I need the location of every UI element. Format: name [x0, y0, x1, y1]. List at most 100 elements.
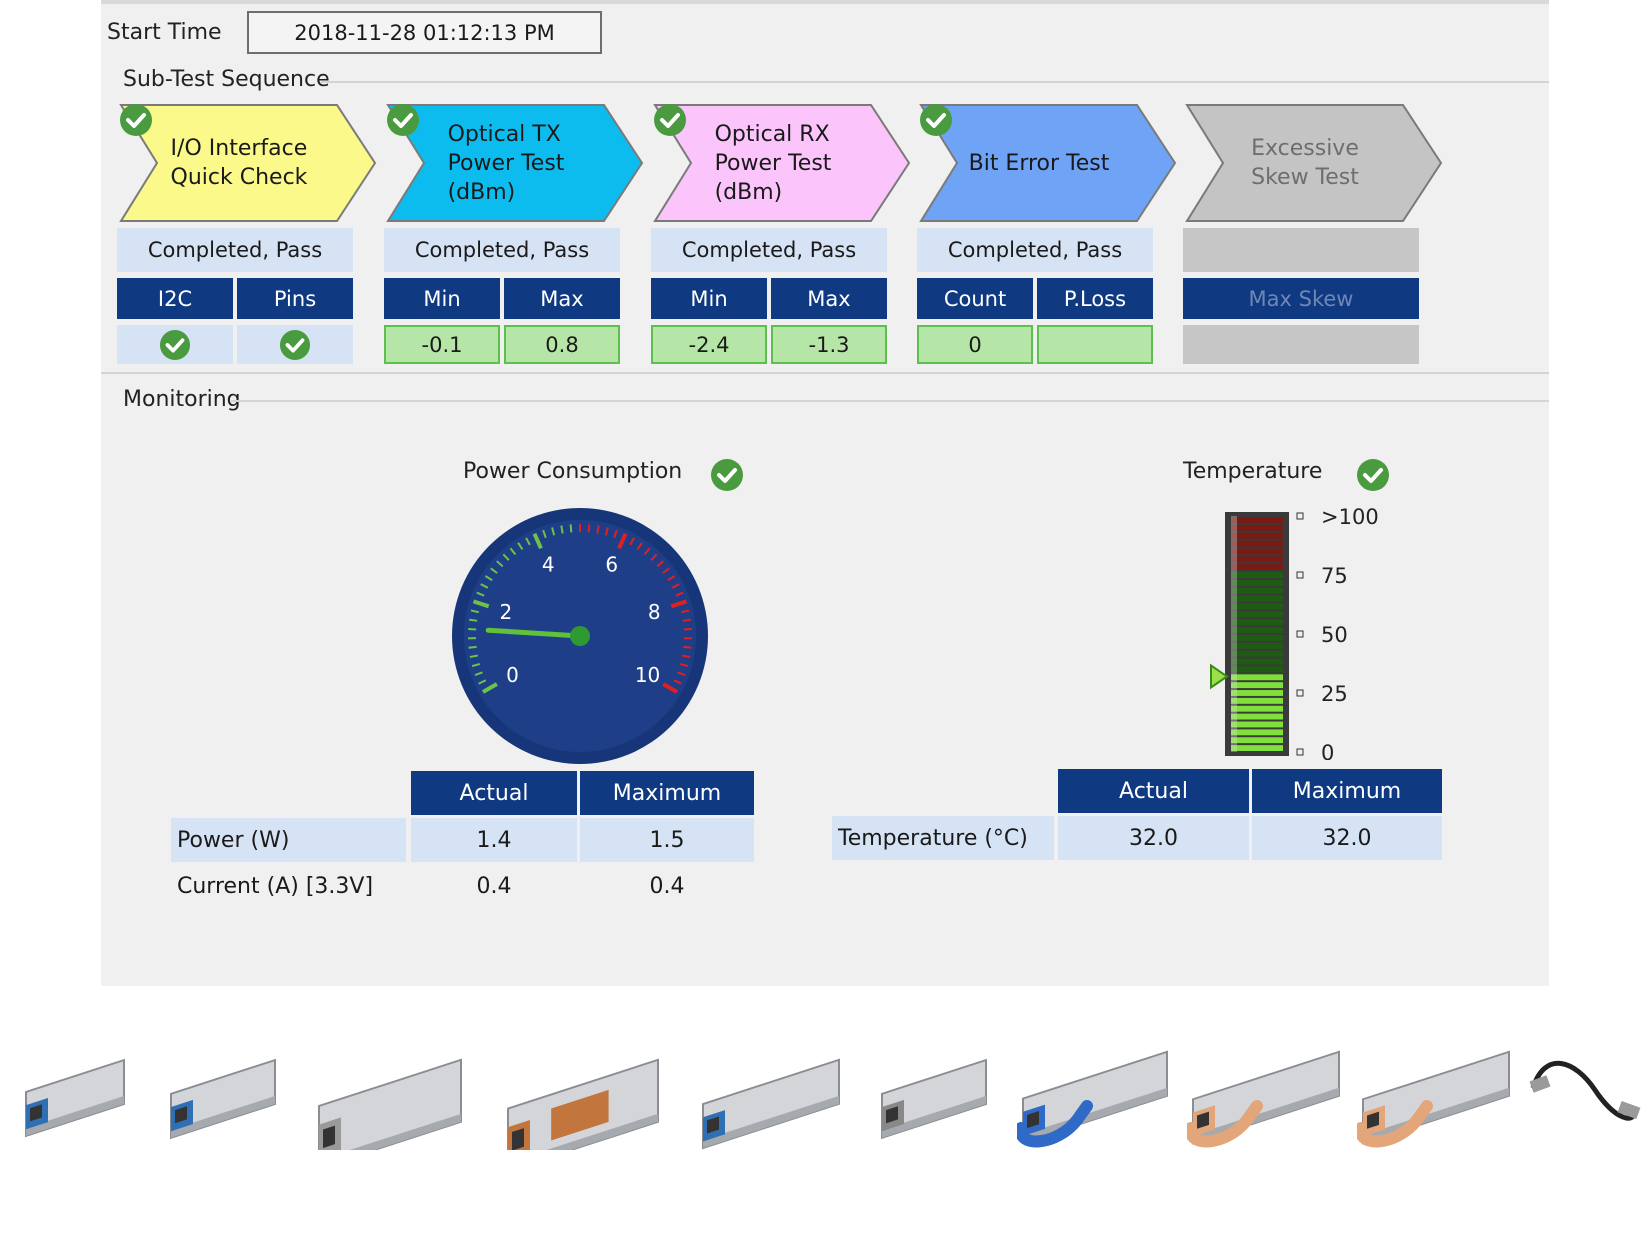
- step-value-cell: [1037, 325, 1153, 364]
- temperature-row-label: Temperature (°C): [832, 816, 1054, 860]
- gauge-tick: [470, 609, 479, 614]
- gauge-tick-label: 0: [506, 663, 519, 687]
- cable-plug: [1529, 1075, 1551, 1093]
- temperature-maximum-value: 32.0: [1252, 816, 1442, 860]
- gauge-tick: [474, 671, 483, 676]
- temp-bar-segment: [1231, 556, 1283, 563]
- gauge-tick: [613, 529, 618, 539]
- pull-tab: [1187, 1100, 1263, 1148]
- value-pass-check-icon: [279, 329, 311, 360]
- gauge-tick: [551, 527, 556, 536]
- step-column-header: I2C: [117, 278, 233, 319]
- step-value-cell: -1.3: [771, 325, 887, 364]
- temp-bar-segment: [1231, 532, 1283, 539]
- temp-bar-segment: [1231, 587, 1283, 594]
- gauge-tick: [682, 618, 691, 622]
- module-edge: [26, 1096, 124, 1136]
- cfp-module-image: [318, 1058, 462, 1150]
- temp-bar-segment: [1231, 682, 1283, 689]
- step-column-header: Pins: [237, 278, 353, 319]
- pull-tab: [1357, 1100, 1433, 1148]
- power-consumption-title: Power Consumption: [463, 459, 683, 484]
- gauge-tick: [617, 532, 628, 550]
- step-value-cell: [117, 325, 233, 364]
- cable-line: [1530, 1060, 1638, 1121]
- step-title-line: Power Test: [714, 150, 832, 176]
- step-column-header: Min: [651, 278, 767, 319]
- gauge-tick: [480, 583, 489, 589]
- gauge-tick: [675, 591, 684, 597]
- current-actual-value: 0.4: [476, 873, 512, 899]
- gauge-hub: [570, 626, 590, 646]
- module-port: [1027, 1111, 1039, 1129]
- step-title-lines: Bit Error Test: [969, 149, 1110, 178]
- step-column-header: Max: [504, 278, 620, 319]
- gauge-tick: [471, 663, 481, 668]
- temperature-pass-check-icon: [1357, 459, 1389, 491]
- panel-top-border: [101, 0, 1549, 4]
- temp-bar-segment: [1231, 572, 1283, 578]
- gauge-tick: [677, 671, 686, 676]
- start-time-field[interactable]: 2018-11-28 01:12:13 PM: [247, 11, 602, 54]
- gauge-tick: [542, 529, 547, 539]
- step-title-line: Power Test: [447, 150, 565, 176]
- gauge-tick: [502, 553, 510, 561]
- step-title-line: Optical TX: [447, 121, 561, 147]
- dac-cable-image: [1529, 1060, 1641, 1121]
- step-title-line: I/O Interface: [170, 136, 308, 161]
- temp-bar-highlight: [1231, 516, 1237, 752]
- current-maximum-value: 0.4: [649, 873, 685, 899]
- sfp-plus-transceiver-image: [170, 1058, 276, 1140]
- power-table-header-actual: Actual: [411, 771, 577, 815]
- sub-test-step-4[interactable]: Bit Error Test: [919, 103, 1194, 223]
- step-value-cell: [237, 325, 353, 364]
- gauge-tick: [681, 654, 691, 658]
- gauge-tick-label: 8: [648, 600, 661, 624]
- gauge-tick: [671, 583, 680, 589]
- monitoring-label: Monitoring: [123, 387, 241, 412]
- temperature-actual-value: 32.0: [1058, 816, 1249, 860]
- gauge-tick-label: 4: [542, 553, 555, 577]
- module-edge: [319, 1113, 461, 1150]
- gauge-tick: [509, 547, 517, 556]
- temp-bar-segment: [1231, 658, 1283, 665]
- step-column-header: Min: [384, 278, 500, 319]
- temp-bar-segment: [1231, 540, 1283, 547]
- qsfp-blue-pull-tab-image: [1017, 1050, 1168, 1148]
- step-status: [1183, 228, 1419, 272]
- gauge-tick-label: 10: [635, 663, 660, 687]
- pull-tab: [1017, 1100, 1093, 1148]
- temp-bar-segment: [1231, 627, 1283, 633]
- temp-bar-segment: [1231, 650, 1283, 657]
- module-port: [1197, 1111, 1209, 1129]
- temp-scale-label: 0: [1321, 741, 1334, 760]
- step-value-cell: -2.4: [651, 325, 767, 364]
- step-value-cell: 0: [917, 325, 1033, 364]
- temp-bar-segment: [1231, 603, 1283, 610]
- temp-bar-segment: [1231, 666, 1283, 673]
- step-title-line: Optical RX: [714, 121, 830, 147]
- gauge-tick: [482, 682, 498, 694]
- step-pass-check-icon: [920, 104, 952, 136]
- gauge-tick: [670, 599, 688, 609]
- temp-bar-segment: [1231, 713, 1283, 720]
- cfp-open-module-image: [507, 1058, 659, 1150]
- gauge-tick: [490, 567, 498, 574]
- temp-bar-segment: [1231, 524, 1283, 531]
- step-value-cell: 0.8: [504, 325, 620, 364]
- step-arrow-shape: [1185, 104, 1443, 222]
- module-body-group: [170, 1058, 276, 1140]
- gauge-tick: [472, 599, 490, 609]
- temp-bar-segment: [1231, 619, 1283, 626]
- step-column-header: P.Loss: [1037, 278, 1153, 319]
- module-port: [175, 1106, 187, 1124]
- gauge-tick: [679, 663, 689, 668]
- gauge-tick: [469, 618, 478, 622]
